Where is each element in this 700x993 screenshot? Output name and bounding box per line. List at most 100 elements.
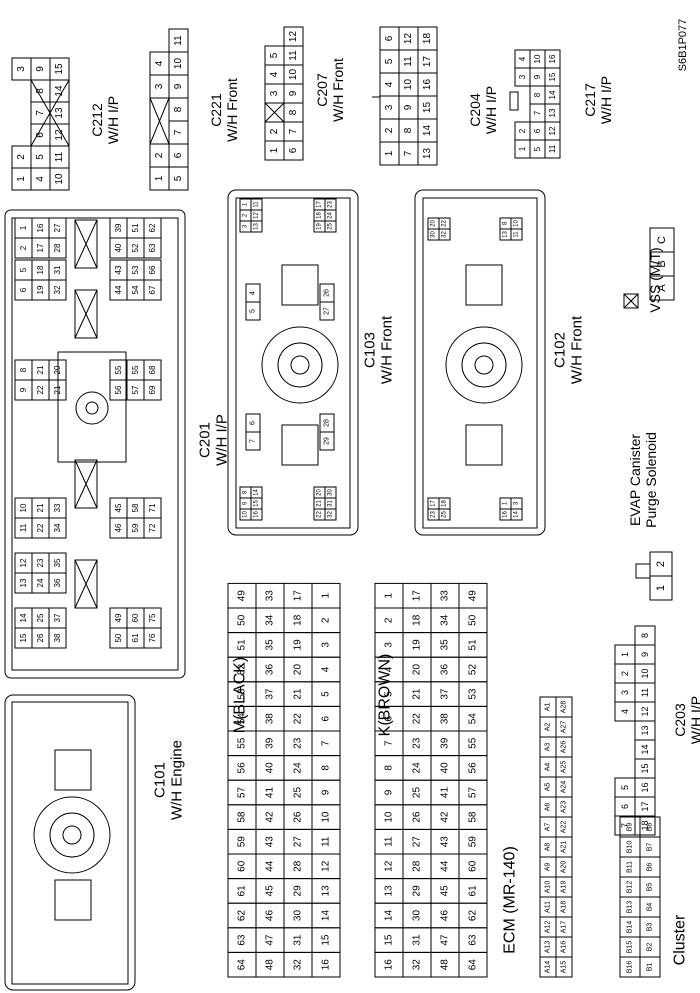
pin-cell (639, 816, 661, 838)
pin-label: 7 (35, 110, 46, 116)
pin-label: A17 (561, 921, 568, 934)
pin-label: 26 (36, 633, 45, 642)
pin-label: 9 (19, 387, 28, 392)
blank-cavity-box (74, 459, 98, 509)
pin-label: 63 (148, 243, 157, 252)
pin-label: 52 (468, 664, 479, 676)
pin-cell (417, 26, 438, 51)
pin-label: 7 (403, 150, 414, 156)
pin-cell (634, 625, 656, 646)
pin-label: 54 (131, 285, 140, 294)
pin-label: 8 (288, 109, 299, 115)
pin-label: 6 (288, 147, 299, 153)
c103-slot (281, 264, 319, 306)
pin-label: 18 (422, 33, 433, 45)
pin-label: 9 (640, 652, 650, 657)
c101-connector (4, 694, 136, 991)
pin-label: 32 (412, 959, 423, 971)
pin-label: 6 (384, 715, 395, 721)
pin-label: 23 (412, 737, 423, 749)
pin-label: 30 (328, 489, 334, 496)
pin-label: 64 (468, 959, 479, 971)
pin-label: 14 (384, 910, 395, 922)
pin-label: 15 (640, 763, 650, 773)
c102-housing (414, 189, 546, 536)
pin-label: 22 (293, 713, 304, 725)
pin-label: 17 (317, 201, 323, 208)
pin-label: 58 (237, 811, 248, 823)
pin-label: 39 (265, 737, 276, 749)
pin-label: 13 (384, 885, 395, 897)
pin-cell (283, 26, 304, 47)
c207-label-text: C207 (314, 73, 330, 107)
pin-cell (143, 259, 162, 281)
pin-label: 50 (114, 633, 123, 642)
pin-label: 1 (16, 176, 27, 182)
pin-label: 40 (265, 762, 276, 774)
c101-slot (54, 749, 92, 791)
c101-slot (54, 879, 92, 921)
c204-label-text: C204 (467, 93, 483, 127)
c217-label-text: C217 (582, 83, 598, 117)
c201-inner (11, 217, 179, 671)
pin-label: 2 (243, 213, 249, 217)
pin-label: 54 (468, 713, 479, 725)
pin-label: 46 (114, 523, 123, 532)
pin-label: 22 (412, 713, 423, 725)
pin-label: 46 (440, 910, 451, 922)
pin-label: 5 (269, 52, 280, 58)
pin-label: 6 (533, 128, 542, 133)
pin-label: 10 (384, 811, 395, 823)
pin-label: 14 (321, 910, 332, 922)
c201-blank-cavity (74, 219, 98, 269)
pin-label: 11 (173, 35, 184, 46)
pin-label: 10 (403, 79, 414, 91)
pin-cell (48, 217, 67, 239)
pin-label: 14 (19, 613, 28, 622)
evap-latch (635, 563, 651, 579)
pin-label: 9 (243, 501, 249, 505)
pin-label: B9 (627, 823, 634, 832)
pin-label: 43 (114, 265, 123, 274)
pin-label: 1 (620, 652, 630, 657)
pin-label: 31 (328, 500, 334, 507)
pin-label: 8 (173, 106, 184, 112)
pin-label: 29 (293, 885, 304, 897)
c103-inner (235, 197, 351, 529)
pin-label: 24 (293, 762, 304, 774)
cluster-label: Cluster (672, 914, 689, 965)
pin-label: 8 (35, 88, 46, 94)
pin-label: 35 (265, 639, 276, 651)
pin-label: A5 (545, 783, 552, 792)
pin-label: A27 (561, 721, 568, 734)
pin-label: 4 (518, 56, 527, 61)
pin-label: 14 (254, 489, 260, 496)
c102-boss-inner (461, 342, 507, 388)
pin-cell (544, 49, 561, 69)
pin-label: 36 (53, 578, 62, 587)
pin-label: 55 (237, 737, 248, 749)
pin-label: 61 (237, 885, 248, 897)
pin-label: B6 (647, 863, 654, 872)
pin-label: 3 (321, 642, 332, 648)
c201-bolt-core (85, 401, 99, 415)
pin-label: 57 (237, 787, 248, 799)
pin-label: A16 (561, 941, 568, 954)
pin-cell (48, 259, 67, 281)
pin-cell (143, 217, 162, 239)
pin-label: 51 (468, 639, 479, 651)
pin-label: 68 (148, 365, 157, 374)
pin-label: 55 (131, 365, 140, 374)
pin-cell (48, 552, 67, 574)
pin-label: 42 (440, 811, 451, 823)
pin-label: 26 (412, 811, 423, 823)
pin-label: 2 (518, 128, 527, 133)
